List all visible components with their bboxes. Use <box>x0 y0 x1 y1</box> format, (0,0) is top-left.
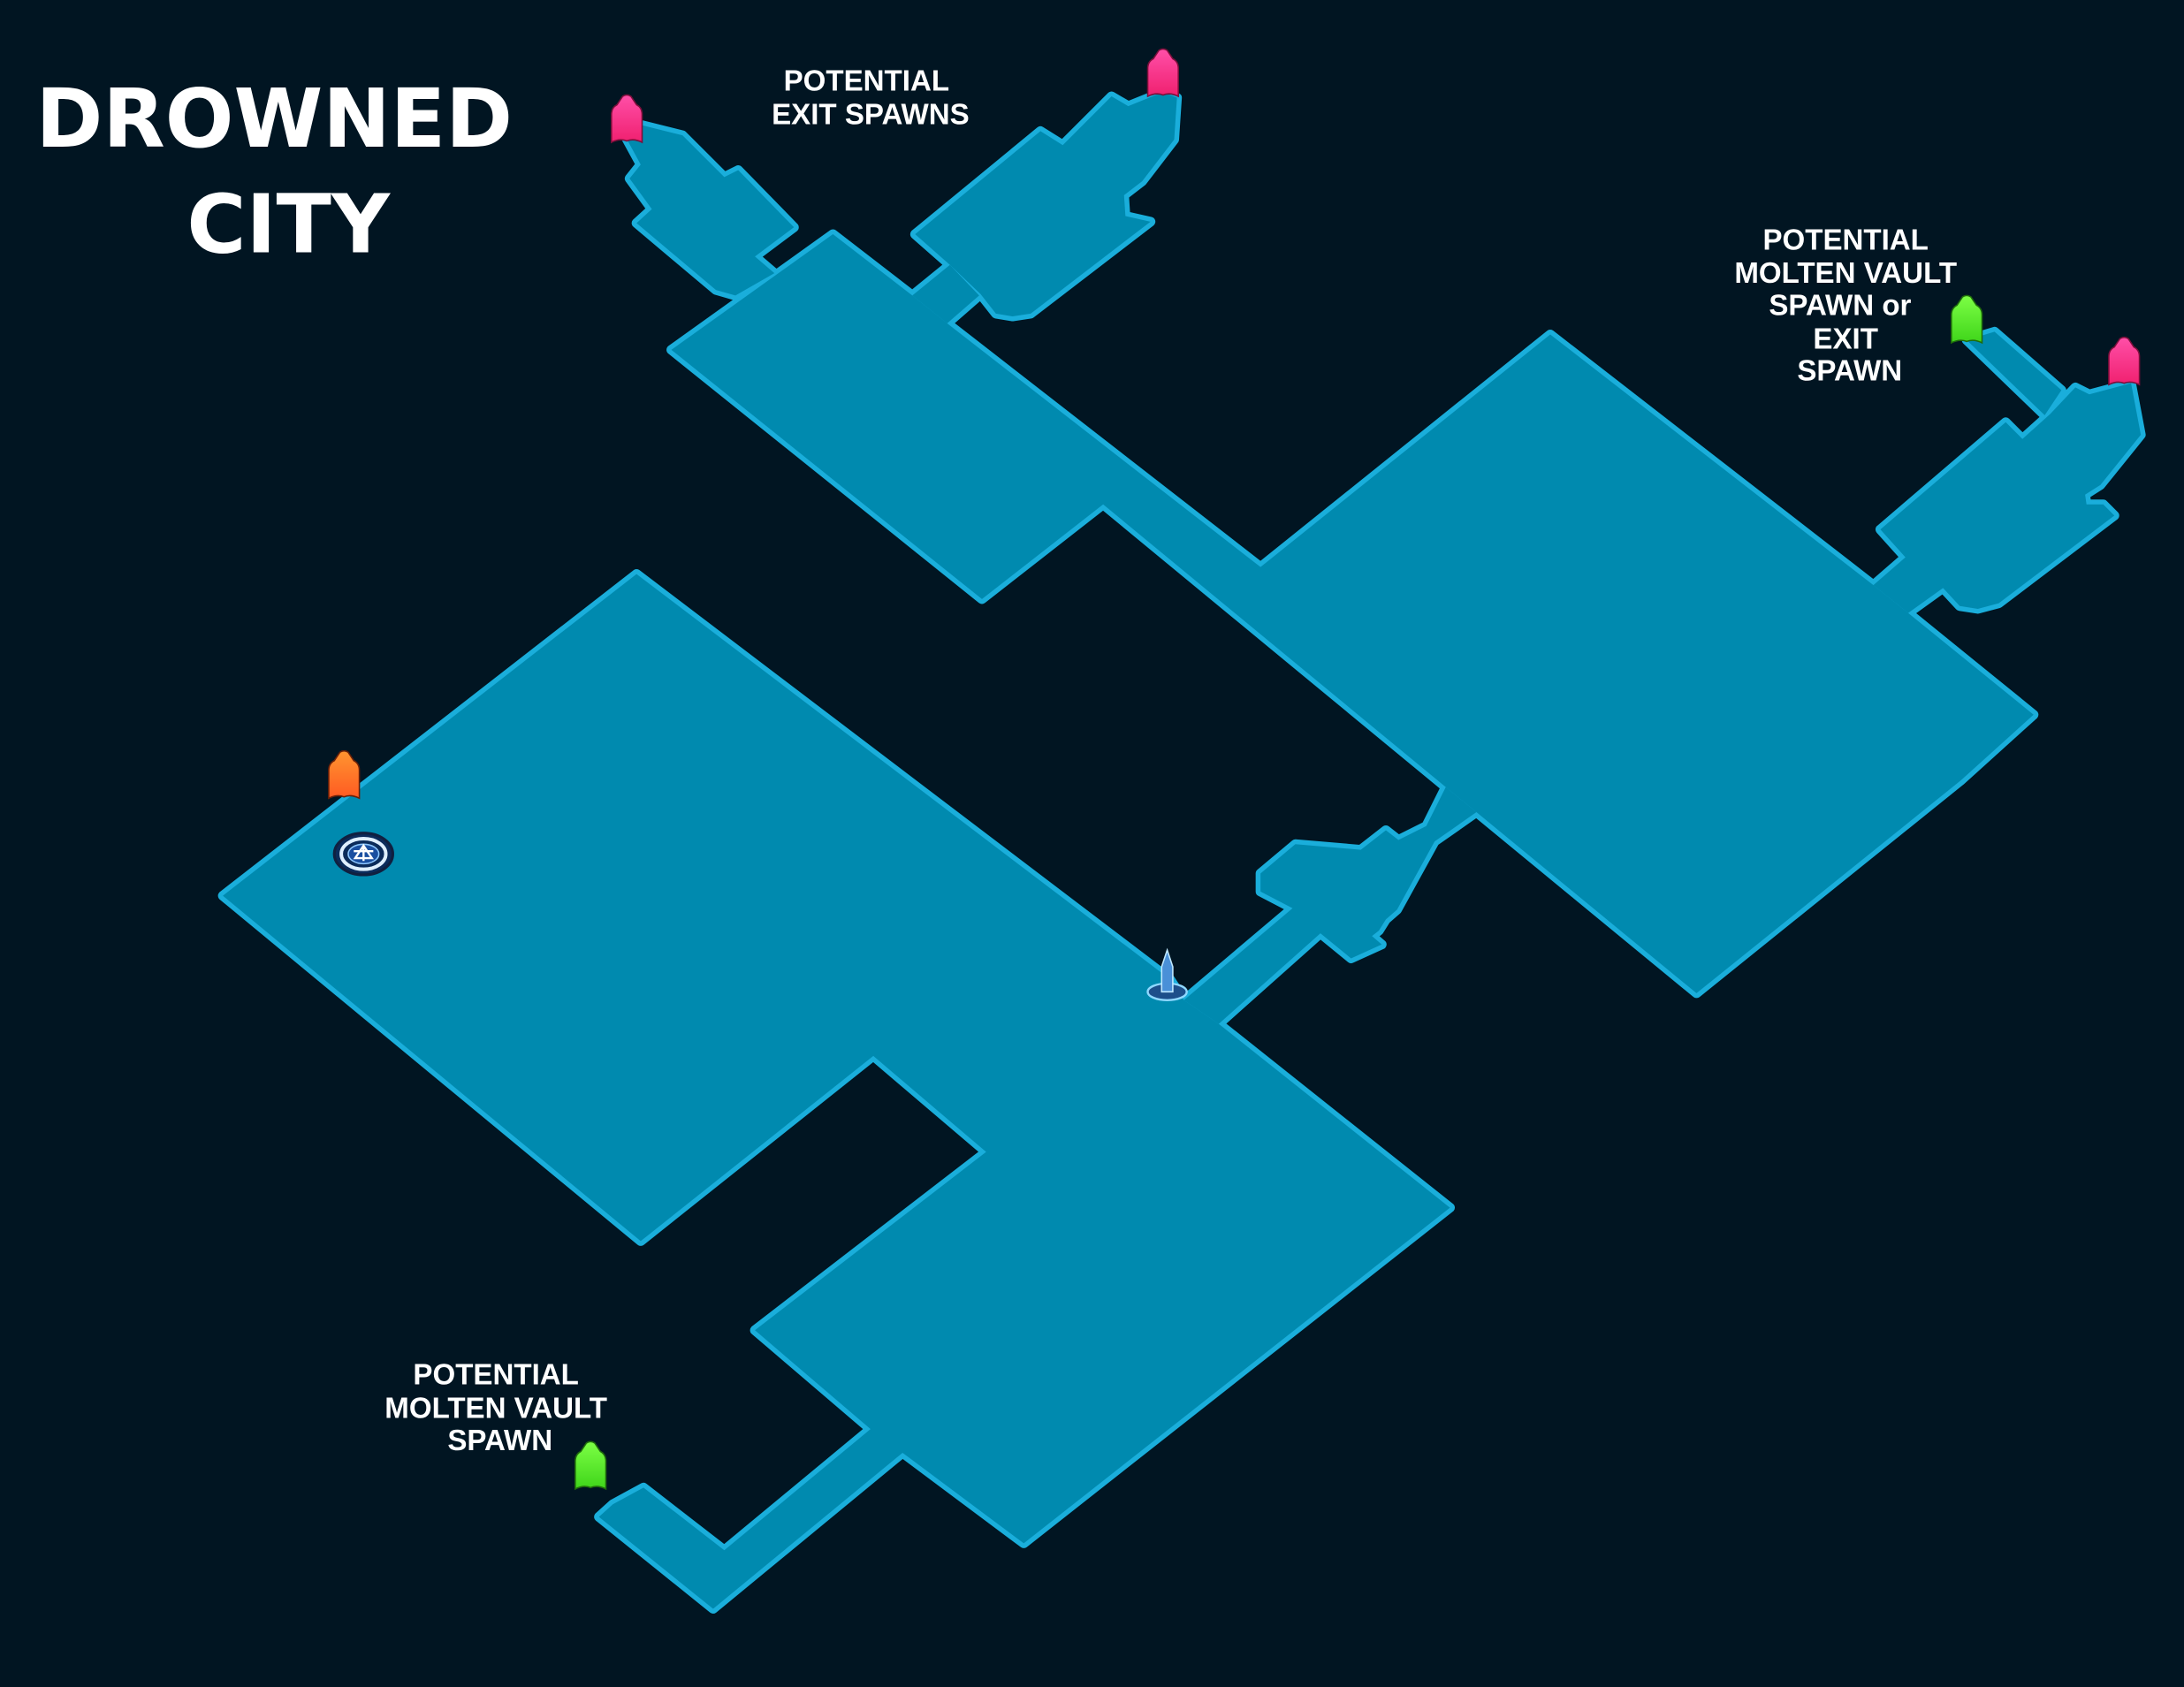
molten-vault-marker-icon[interactable] <box>575 1440 607 1490</box>
vault-label: POTENTIAL MOLTEN VAULT SPAWN <box>384 1359 615 1457</box>
portal-icon[interactable] <box>332 832 394 877</box>
map-floor-outline <box>217 87 2146 1614</box>
label-line: SPAWN <box>447 1425 552 1457</box>
label-line: POTENTIAL <box>413 1359 578 1392</box>
label-line: EXIT SPAWNS <box>772 99 970 132</box>
exit-spawn-marker-icon[interactable] <box>2108 336 2141 386</box>
label-line: SPAWN or <box>1769 289 1911 322</box>
label-line: POTENTIAL <box>1762 224 1928 256</box>
label-line: MOLTEN VAULT <box>384 1393 607 1425</box>
label-line: SPAWN <box>1797 355 1902 388</box>
exit-spawns-label: POTENTIAL EXIT SPAWNS <box>772 65 970 132</box>
molten-vault-marker-icon[interactable] <box>1951 294 1983 344</box>
map-title: DROWNED CITY <box>36 72 541 272</box>
vault-or-exit-label: POTENTIAL MOLTEN VAULT SPAWN or EXIT SPA… <box>1734 224 1965 387</box>
obelisk-icon[interactable] <box>1146 947 1188 1001</box>
label-line: POTENTIAL <box>784 65 949 98</box>
label-line: MOLTEN VAULT <box>1734 257 1957 290</box>
map-title-line2: CITY <box>186 178 391 272</box>
player-start-marker-icon[interactable] <box>328 749 361 800</box>
label-line: EXIT <box>1813 323 1878 355</box>
exit-spawn-marker-icon[interactable] <box>611 94 643 143</box>
exit-spawn-marker-icon[interactable] <box>1146 48 1179 97</box>
map-title-line1: DROWNED <box>36 72 514 166</box>
map-floor <box>223 92 2142 1609</box>
